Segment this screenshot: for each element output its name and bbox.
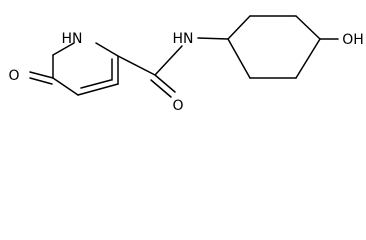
molecular-structure: HN O HN O OH — [8, 15, 364, 114]
bond-amide-c-ring — [117, 55, 156, 76]
atom-label-hydroxyl: OH — [342, 32, 364, 48]
bond-amide-c-o-double — [150, 79, 172, 98]
atom-label-amide-nh: HN — [173, 31, 194, 47]
bond-ring-c4-c5 — [77, 83, 119, 96]
bond-cyclo-3 — [295, 15, 321, 40]
bond-n-cyclohexyl — [197, 37, 229, 40]
atom-label-ketone-o: O — [8, 68, 19, 84]
bond-cyclo-4 — [295, 38, 321, 79]
atom-label-amide-o: O — [172, 98, 183, 114]
bond-amide-c-n — [154, 45, 183, 76]
bond-ring-c6-c1 — [95, 42, 119, 57]
bond-amide-c-o — [154, 74, 176, 93]
bond-ring-double-1 — [80, 79, 112, 89]
bond-cyclo-1 — [227, 15, 251, 40]
bond-ring-c3-c4 — [52, 77, 79, 96]
bond-ketone-double — [29, 77, 53, 85]
bond-cyclo-6 — [227, 38, 251, 79]
bond-ketone-c — [29, 71, 54, 79]
bond-ring-c1-c2 — [52, 42, 75, 56]
atom-label-ring-nh: HN — [62, 31, 83, 47]
